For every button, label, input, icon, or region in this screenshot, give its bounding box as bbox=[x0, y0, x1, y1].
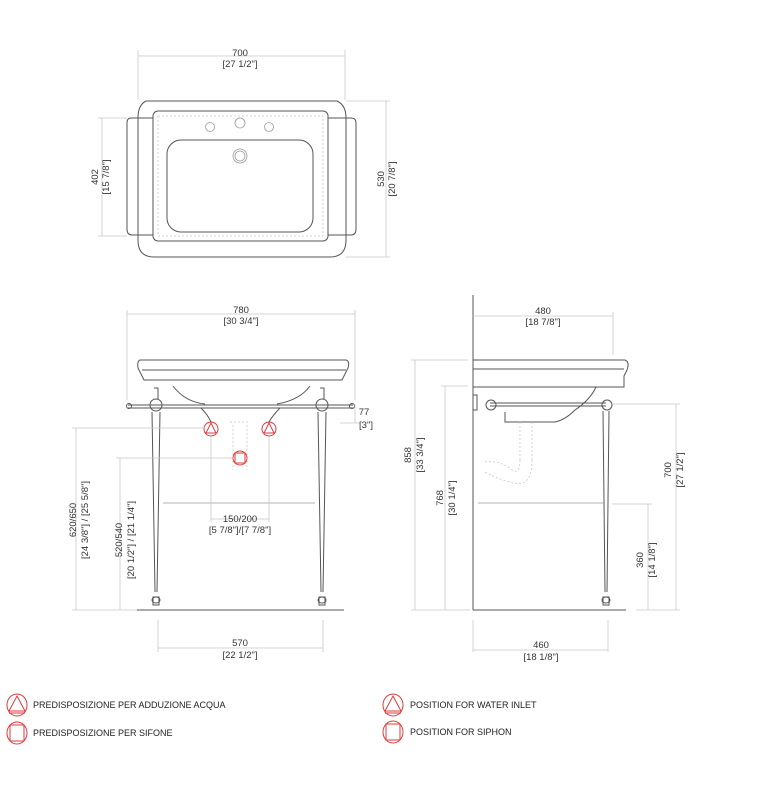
leg-span-inch-label: [22 1/2"] bbox=[222, 650, 257, 661]
side-basin-slab bbox=[473, 359, 629, 388]
rail-offset-label: 77 bbox=[359, 407, 370, 418]
towel-bar-right bbox=[328, 117, 357, 236]
water-inlet-legend-icon-en bbox=[382, 693, 404, 717]
siphon-height-label: 520/540 bbox=[114, 523, 125, 557]
water-inlet-marker-right bbox=[261, 421, 277, 437]
rail-offset-inch-label: [3"] bbox=[359, 420, 373, 431]
inlet-height-label: 620/650 bbox=[68, 503, 79, 537]
drain-outer bbox=[232, 148, 248, 164]
side-depth-inch-label: [18 7/8"] bbox=[525, 317, 560, 328]
drain-inner bbox=[234, 150, 246, 162]
tap-hole-center bbox=[234, 117, 246, 129]
top-width-label: 700 bbox=[232, 48, 248, 59]
rail-height-inch-label: [27 1/2"] bbox=[675, 452, 686, 487]
front-width-label: 780 bbox=[233, 305, 249, 316]
inner-depth-label: 402 bbox=[90, 169, 101, 185]
legend-water-inlet-it: PREDISPOSIZIONE PER ADDUZIONE ACQUA bbox=[33, 700, 226, 710]
siphon-legend-icon bbox=[6, 721, 28, 745]
inlet-spacing-inch-label: [5 7/8"]/[7 7/8"] bbox=[209, 525, 271, 536]
leg-depth-label: 460 bbox=[533, 640, 549, 651]
inner-depth-inch-label: [15 7/8"] bbox=[101, 159, 112, 194]
water-inlet-marker-left bbox=[203, 421, 219, 437]
siphon-height-inch-label: [20 1/2"] / [21 1/4"] bbox=[126, 501, 137, 579]
leg-span-label: 570 bbox=[232, 638, 248, 649]
legend-siphon-en: POSITION FOR SIPHON bbox=[410, 727, 512, 737]
basin-outline bbox=[137, 100, 347, 258]
legend: PREDISPOSIZIONE PER ADDUZIONE ACQUA PRED… bbox=[6, 693, 537, 745]
total-height-inch-label: [33 3/4"] bbox=[415, 437, 426, 472]
side-depth-label: 480 bbox=[535, 306, 551, 317]
shelf-height-inch-label: [14 1/8"] bbox=[647, 542, 658, 577]
basin-slab bbox=[137, 359, 350, 381]
rail-height-label: 700 bbox=[663, 462, 674, 478]
tap-hole-right bbox=[264, 122, 274, 132]
top-width-inch-label: [27 1/2"] bbox=[222, 59, 257, 70]
siphon-marker bbox=[232, 450, 248, 466]
side-view: 480 [18 7/8"] 858 [33 3/4"] 768 [30 1/4"… bbox=[403, 295, 686, 663]
leg-joint-left bbox=[149, 398, 163, 412]
shelf-height-label: 360 bbox=[635, 552, 646, 568]
rim-height-label: 768 bbox=[435, 490, 446, 506]
top-view: 700 [27 1/2"] 402 [15 7/8"] 530 [20 7/8"… bbox=[90, 48, 398, 258]
legend-siphon-it: PREDISPOSIZIONE PER SIFONE bbox=[33, 728, 173, 738]
total-height-label: 858 bbox=[403, 447, 414, 463]
towel-bar-left bbox=[126, 117, 153, 236]
inlet-height-inch-label: [24 3/8"] / [25 5/8"] bbox=[80, 481, 91, 559]
rim-height-inch-label: [30 1/4"] bbox=[447, 480, 458, 515]
front-view: 780 [30 3/4"] 77 [3"] 620/650 bbox=[68, 305, 373, 661]
water-inlet-legend-icon bbox=[6, 693, 28, 717]
basin-rim bbox=[152, 110, 329, 242]
front-width-inch-label: [30 3/4"] bbox=[223, 316, 258, 327]
basin-inner-dashed bbox=[157, 115, 324, 237]
leg-left bbox=[151, 387, 161, 606]
siphon-legend-icon-en bbox=[382, 720, 404, 744]
legend-water-inlet-en: POSITION FOR WATER INLET bbox=[410, 700, 537, 710]
inlet-spacing-label: 150/200 bbox=[223, 514, 257, 525]
leg-right bbox=[317, 387, 327, 606]
leg-joint-right bbox=[315, 398, 329, 412]
depth-inch-label: [20 7/8"] bbox=[387, 161, 398, 196]
leg-depth-inch-label: [18 1/8"] bbox=[523, 652, 558, 663]
basin-bowl-front bbox=[172, 385, 311, 405]
tap-hole-left bbox=[205, 122, 215, 132]
depth-label: 530 bbox=[376, 171, 387, 187]
basin-bowl bbox=[166, 139, 314, 233]
side-leg bbox=[602, 410, 610, 606]
siphon-pipe-dashed bbox=[484, 422, 533, 485]
